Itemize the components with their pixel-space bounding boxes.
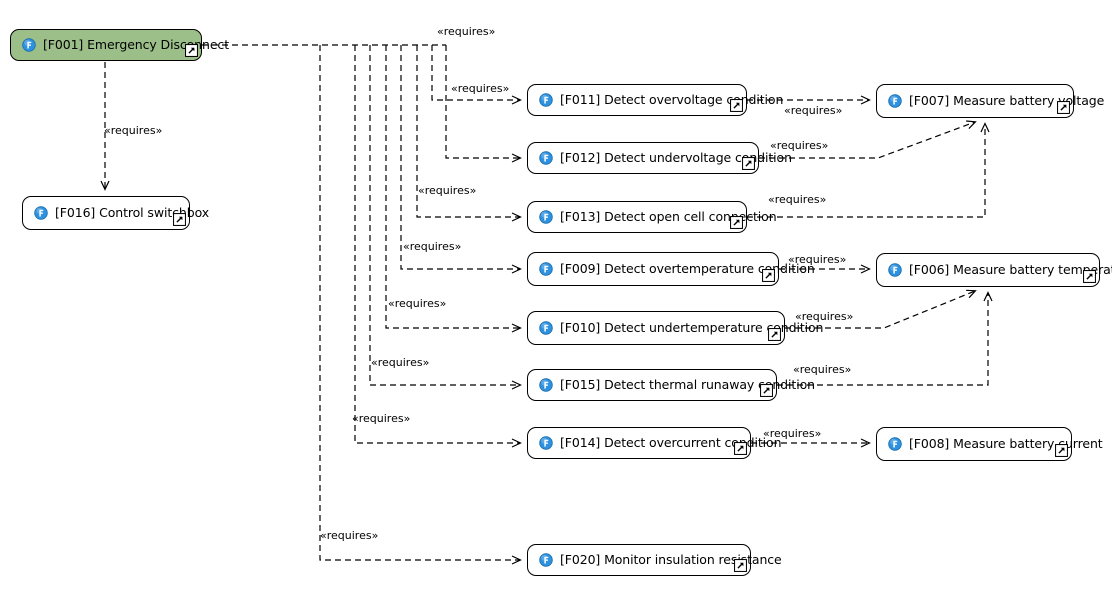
feature-icon [888,94,902,108]
edge-label-f001-f011: «requires» [451,82,510,95]
node-f009[interactable]: [F009] Detect overtemperature condition [527,252,815,286]
open-in-new-icon[interactable] [185,44,198,57]
open-in-new-icon[interactable] [1055,444,1068,457]
feature-icon [888,263,902,277]
node-label: [F015] Detect thermal runaway condition [560,376,815,392]
feature-icon [22,38,36,52]
edge-label-f001-f015: «requires» [371,356,430,369]
node-f008[interactable]: [F008] Measure battery current [876,427,1103,461]
open-in-new-icon[interactable] [1083,270,1096,283]
feature-icon [539,210,553,224]
node-f013[interactable]: [F013] Detect open cell connection [527,201,777,233]
feature-icon [539,262,553,276]
feature-icon [539,93,553,107]
edge-label-f013-f007: «requires» [768,193,827,206]
node-label: [F008] Measure battery current [909,435,1103,451]
open-in-new-icon[interactable] [760,384,773,397]
edge-f001-f009 [400,45,522,274]
feature-icon [539,436,553,450]
feature-icon [888,437,902,451]
node-f007[interactable]: [F007] Measure battery voltage [876,84,1104,118]
node-label: [F016] Control switchbox [55,204,210,220]
node-label: [F001] Emergency Disconnect [43,36,229,52]
edge-label-f015-f006: «requires» [793,363,852,376]
edge-label-f001-f013: «requires» [418,184,477,197]
edge-label-f012-f007: «requires» [770,139,829,152]
node-f010[interactable]: [F010] Detect undertemperature condition [527,311,823,345]
node-label: [F009] Detect overtemperature condition [560,260,815,276]
node-label: [F014] Detect overcurrent condition [560,434,782,450]
node-label: [F011] Detect overvoltage condition [560,91,784,107]
feature-icon [34,206,48,220]
feature-icon [539,553,553,567]
edge-f001-f012 [445,45,522,163]
feature-icon [539,321,553,335]
edge-label-f001-f010: «requires» [388,297,447,310]
open-in-new-icon[interactable] [762,269,775,282]
node-f006[interactable]: [F006] Measure battery temperature [876,253,1112,287]
feature-icon [539,378,553,392]
node-label: [F007] Measure battery voltage [909,92,1105,108]
node-f012[interactable]: [F012] Detect undervoltage condition [527,142,792,174]
node-f001[interactable]: [F001] Emergency Disconnect [10,29,229,61]
edge-label-f001-f016: «requires» [104,124,163,137]
open-in-new-icon[interactable] [734,559,747,572]
edge-f001-f015 [369,45,522,390]
feature-icon [539,151,553,165]
node-f016[interactable]: [F016] Control switchbox [22,196,209,230]
edge-label-f009-f006: «requires» [788,253,847,266]
open-in-new-icon[interactable] [768,328,781,341]
open-in-new-icon[interactable] [734,442,747,455]
node-label: [F006] Measure battery temperature [909,261,1112,277]
node-label: [F012] Detect undervoltage condition [560,149,792,165]
node-f011[interactable]: [F011] Detect overvoltage condition [527,84,783,116]
edge-label-f001-f009: «requires» [403,240,462,253]
open-in-new-icon[interactable] [730,216,743,229]
edge-label-f010-f006: «requires» [795,310,854,323]
edge-label-f014-f008: «requires» [763,427,822,440]
node-f015[interactable]: [F015] Detect thermal runaway condition [527,369,815,401]
edge-label-f001-f020: «requires» [320,529,379,542]
node-f014[interactable]: [F014] Detect overcurrent condition [527,427,781,459]
edge-label-f001-f014: «requires» [352,412,411,425]
open-in-new-icon[interactable] [742,157,755,170]
node-label: [F013] Detect open cell connection [560,208,777,224]
open-in-new-icon[interactable] [730,99,743,112]
edge-label-f001-f012: «requires» [437,25,496,38]
open-in-new-icon[interactable] [173,213,186,226]
node-label: [F020] Monitor insulation resistance [560,551,782,567]
node-label: [F010] Detect undertemperature condition [560,319,824,335]
edge-label-f011-f007: «requires» [784,104,843,117]
open-in-new-icon[interactable] [1057,101,1070,114]
node-f020[interactable]: [F020] Monitor insulation resistance [527,544,782,576]
